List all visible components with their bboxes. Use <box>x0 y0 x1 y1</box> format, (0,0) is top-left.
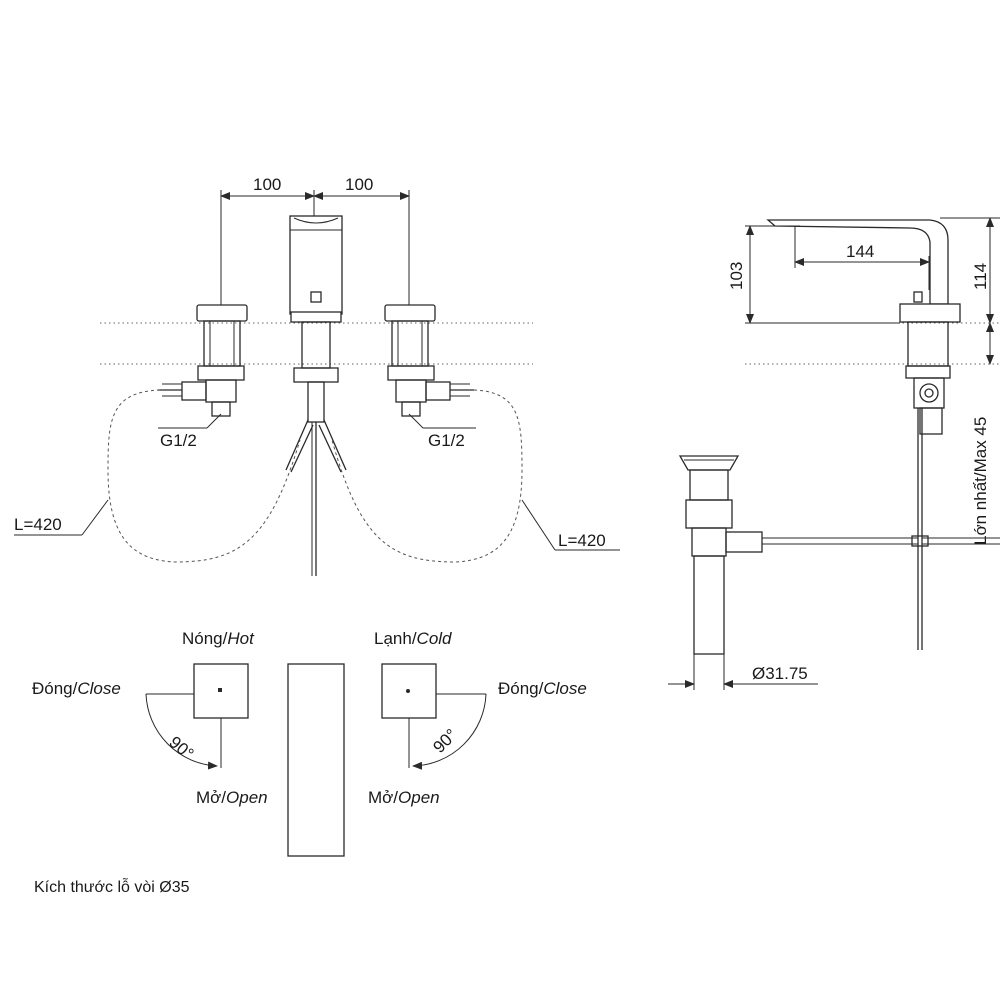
max-thickness-label: Lớn nhất/Max 45 <box>971 417 990 545</box>
height-103-label: 103 <box>727 262 746 290</box>
spacing-label-left: 100 <box>253 175 281 194</box>
thread-label-right: G1/2 <box>428 431 465 450</box>
height-114-label: 114 <box>971 263 990 290</box>
cold-label: Lạnh/Cold <box>374 629 452 648</box>
hose-left <box>107 389 301 563</box>
angle-label-left: 90° <box>165 733 197 764</box>
hose-right <box>331 389 523 563</box>
rotation-arc-right <box>412 693 487 770</box>
right-valve <box>384 304 474 417</box>
left-valve <box>158 304 248 417</box>
spacing-label-right: 100 <box>345 175 373 194</box>
handle-operation: Nóng/Hot Lạnh/Cold 90° 90° Đóng/Close Đó… <box>32 629 587 857</box>
side-view: 103 144 114 Lớn nhất/Max 45 <box>668 217 1000 690</box>
front-view: G1/2 G1/2 L=420 L=420 100 100 <box>14 175 620 576</box>
angle-label-right: 90° <box>429 725 461 757</box>
drain-diameter-label: Ø31.75 <box>752 664 808 683</box>
hot-label: Nóng/Hot <box>182 629 255 648</box>
hole-size-note: Kích thước lỗ vòi Ø35 <box>34 877 190 896</box>
reach-label: 144 <box>846 242 874 261</box>
rotation-arc-left <box>145 693 218 770</box>
close-label-left: Đóng/Close <box>32 679 121 698</box>
center-spout <box>285 215 347 576</box>
open-label-right: Mở/Open <box>368 788 440 807</box>
open-label-left: Mở/Open <box>196 788 268 807</box>
close-label-right: Đóng/Close <box>498 679 587 698</box>
thread-label-left: G1/2 <box>160 431 197 450</box>
hose-length-left: L=420 <box>14 515 62 534</box>
hose-length-right: L=420 <box>558 531 606 550</box>
pop-up-drain <box>678 455 1000 655</box>
spout-top-view <box>287 663 345 857</box>
